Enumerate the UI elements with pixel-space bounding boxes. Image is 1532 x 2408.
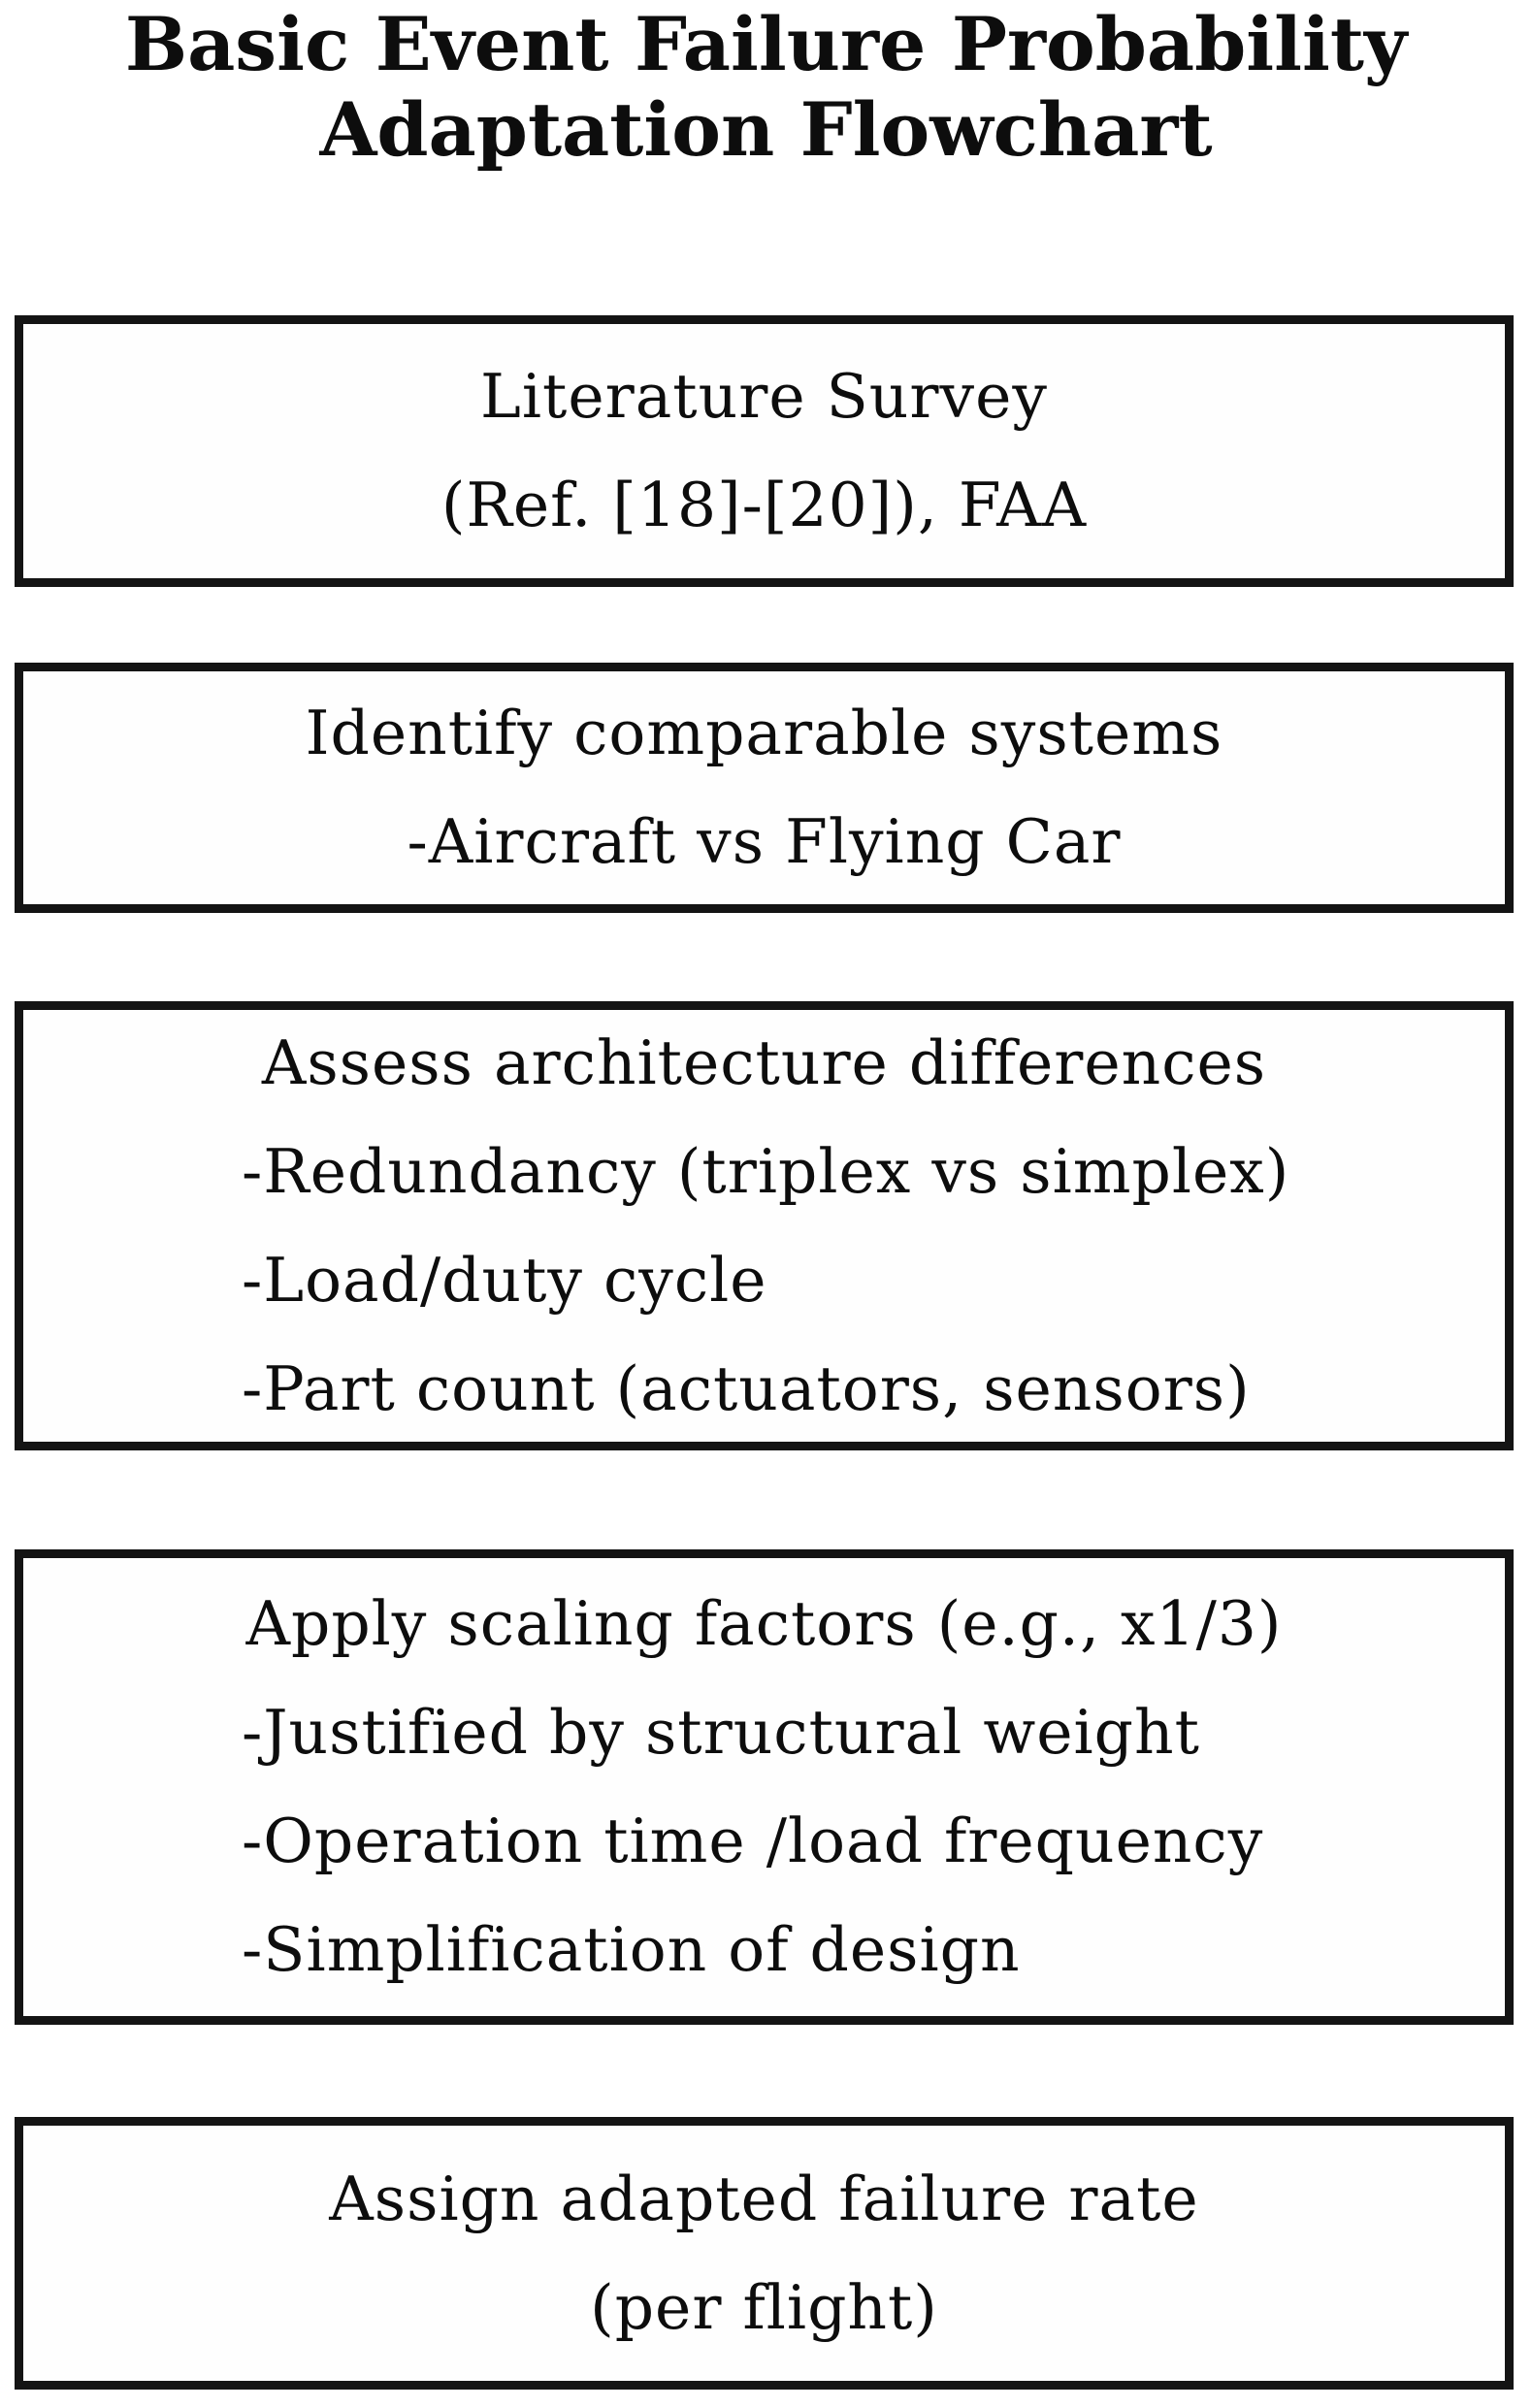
box-line: (Ref. [18]-[20]), FAA [440,470,1088,540]
flow-box-identify-comparable-systems: Identify comparable systems -Aircraft vs… [15,663,1514,913]
box-line: -Redundancy (triplex vs simplex) [242,1135,1290,1207]
box-line: Assign adapted failure rate [329,2163,1199,2234]
box-line: Apply scaling factors (e.g., x1/3) [245,1588,1283,1659]
box-line: -Load/duty cycle [242,1244,767,1316]
box-line: -Operation time /load frequency [242,1806,1264,1876]
box-line: Identify comparable systems [305,698,1223,768]
figure-title-line-2: Adaptation Flowchart [319,86,1213,173]
box-line: -Simplification of design [242,1914,1021,1985]
flow-box-literature-survey: Literature Survey (Ref. [18]-[20]), FAA [15,315,1514,587]
box-line: Literature Survey [480,361,1048,432]
flow-box-assess-architecture-differences: Assess architecture differences -Redunda… [15,1001,1514,1450]
box-line: -Part count (actuators, sensors) [242,1352,1251,1424]
flow-box-apply-scaling-factors: Apply scaling factors (e.g., x1/3) -Just… [15,1549,1514,2025]
flow-box-assign-adapted-failure-rate: Assign adapted failure rate (per flight) [15,2117,1514,2390]
box-line: Assess architecture differences [261,1026,1267,1098]
box-line: (per flight) [590,2271,938,2343]
figure-title: Basic Event Failure Probability Adaptati… [0,2,1532,173]
box-line: -Aircraft vs Flying Car [407,806,1122,877]
figure-title-line-1: Basic Event Failure Probability [124,1,1408,87]
box-line: -Justified by structural weight [242,1697,1200,1768]
